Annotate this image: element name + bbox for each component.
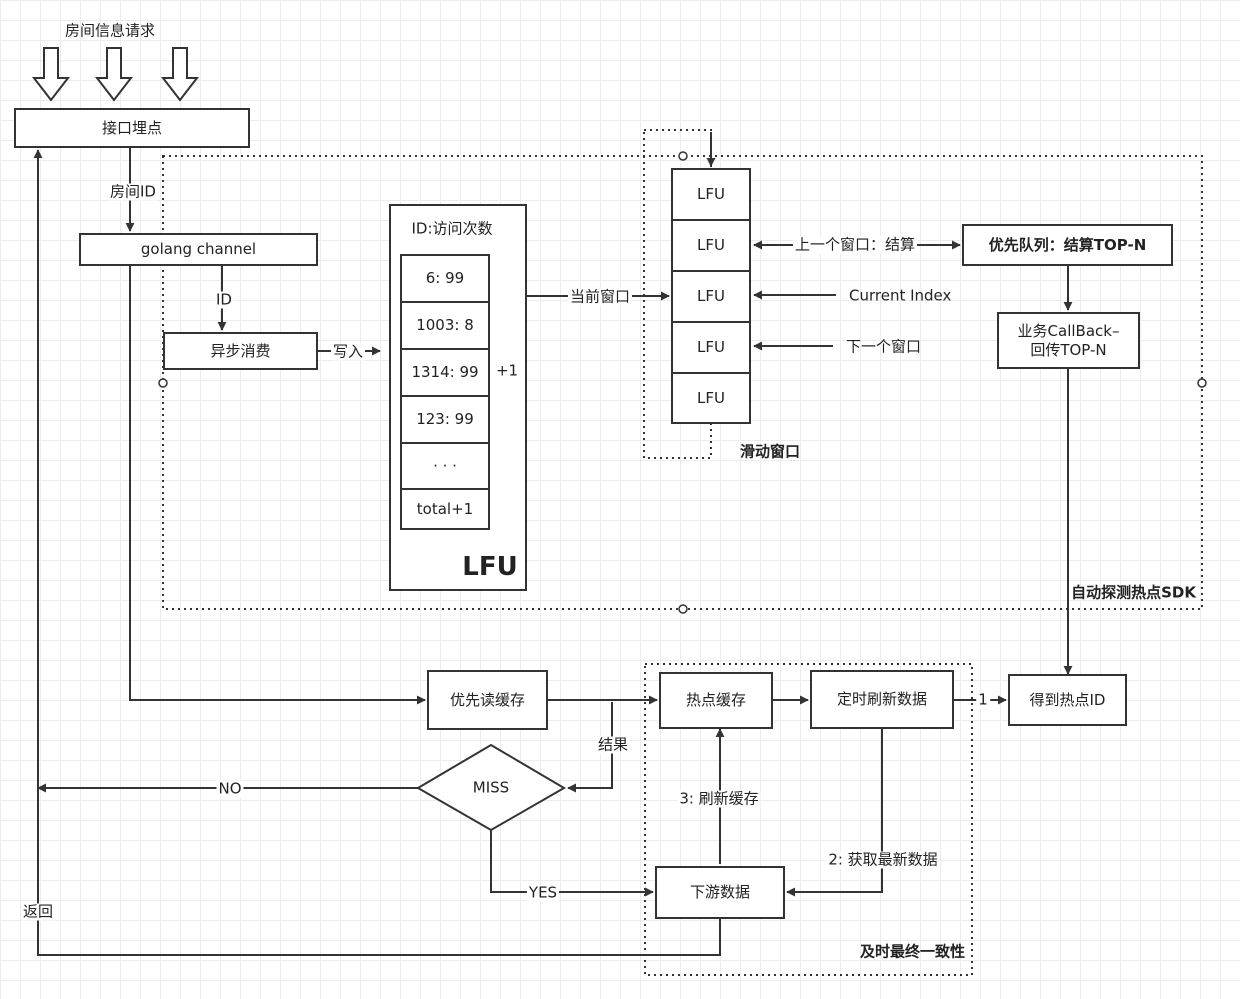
miss-decision-diamond <box>416 743 566 832</box>
business-callback-box: 业务CallBack– 回传TOP-N <box>997 312 1140 369</box>
result-edge-label: 结果 <box>595 735 631 754</box>
room-id-edge-label: 房间ID <box>108 182 158 201</box>
window-lfu-cell: LFU <box>671 168 751 221</box>
downstream-data-text: 下游数据 <box>689 883 750 902</box>
hot-cache-text: 热点缓存 <box>685 691 746 710</box>
consistency-title-label: 及时最终一致性 <box>859 942 965 961</box>
id-edge-label: ID <box>214 290 234 309</box>
downstream-data-box: 下游数据 <box>655 866 785 919</box>
lfu-title-label: LFU <box>462 552 518 582</box>
step-one-edge-label: 1 <box>976 690 990 709</box>
room-request-label: 房间信息请求 <box>64 21 156 40</box>
business-callback-text: 业务CallBack– 回传TOP-N <box>1017 321 1120 359</box>
sliding-window-border <box>643 129 712 459</box>
connector-return-to-tracking <box>33 149 721 956</box>
window-lfu-cell: LFU <box>671 270 751 323</box>
consistency-group-border <box>644 663 973 976</box>
lfu-entry-cell: 123: 99 <box>400 395 490 444</box>
sliding-window-label: 滑动窗口 <box>739 442 801 461</box>
golang-channel-box: golang channel <box>79 233 318 266</box>
lfu-entry-cell: 1003: 8 <box>400 301 490 350</box>
lfu-entry-cell: 1314: 99 <box>400 348 490 397</box>
yes-edge-label: YES <box>526 883 560 902</box>
current-index-label: Current Index <box>849 286 952 305</box>
connector-refresh-fetch-downstream <box>786 729 883 897</box>
timed-refresh-box: 定时刷新数据 <box>810 670 954 729</box>
get-hot-id-text: 得到热点ID <box>1029 690 1106 709</box>
connectors <box>33 132 1073 956</box>
sdk-title-label: 自动探测热点SDK <box>1071 583 1196 602</box>
window-lfu-cell: LFU <box>671 321 751 374</box>
sdk-border-handles <box>158 151 1207 614</box>
next-window-label: 下一个窗口 <box>846 337 922 356</box>
window-lfu-cell: LFU <box>671 372 751 424</box>
interface-tracking-box: 接口埋点 <box>14 108 250 148</box>
async-consume-text: 异步消费 <box>210 341 271 360</box>
write-in-edge-label: 写入 <box>330 342 366 361</box>
refresh-cache-edge-label: 3: 刷新缓存 <box>677 789 761 808</box>
hot-cache-box: 热点缓存 <box>659 672 773 729</box>
priority-read-cache-text: 优先读缓存 <box>449 690 525 709</box>
connector-channel-to-readcache <box>129 266 426 705</box>
lfu-entry-cell: · · · <box>400 442 490 491</box>
connector-miss-yes-downstream <box>490 830 654 897</box>
interface-tracking-text: 接口埋点 <box>101 118 162 137</box>
prev-window-settle-label: 上一个窗口：结算 <box>792 235 918 254</box>
input-arrow-1 <box>31 47 71 102</box>
request-input-arrows <box>31 47 200 102</box>
priority-read-cache-box: 优先读缓存 <box>427 670 548 730</box>
get-hot-id-box: 得到热点ID <box>1008 674 1127 726</box>
golang-channel-text: golang channel <box>140 240 257 259</box>
lfu-entry-cell: 6: 99 <box>400 254 490 303</box>
async-consume-box: 异步消费 <box>163 332 318 370</box>
priority-queue-text: 优先队列：结算TOP-N <box>988 235 1147 254</box>
no-edge-label: NO <box>216 779 244 798</box>
input-arrow-3 <box>160 47 200 102</box>
input-arrow-2 <box>94 47 134 102</box>
current-window-edge-label: 当前窗口 <box>567 287 633 306</box>
return-edge-label: 返回 <box>20 902 56 921</box>
window-lfu-cell: LFU <box>671 219 751 272</box>
priority-queue-box: 优先队列：结算TOP-N <box>962 224 1173 266</box>
timed-refresh-text: 定时刷新数据 <box>836 690 927 709</box>
miss-label: MISS <box>472 778 510 797</box>
lfu-header-label: ID:访问次数 <box>411 219 493 238</box>
plus-one-label: +1 <box>495 361 519 380</box>
connector-result-to-miss <box>567 702 613 793</box>
lfu-entry-cell: total+1 <box>400 488 490 530</box>
fetch-latest-edge-label: 2: 获取最新数据 <box>826 850 940 869</box>
